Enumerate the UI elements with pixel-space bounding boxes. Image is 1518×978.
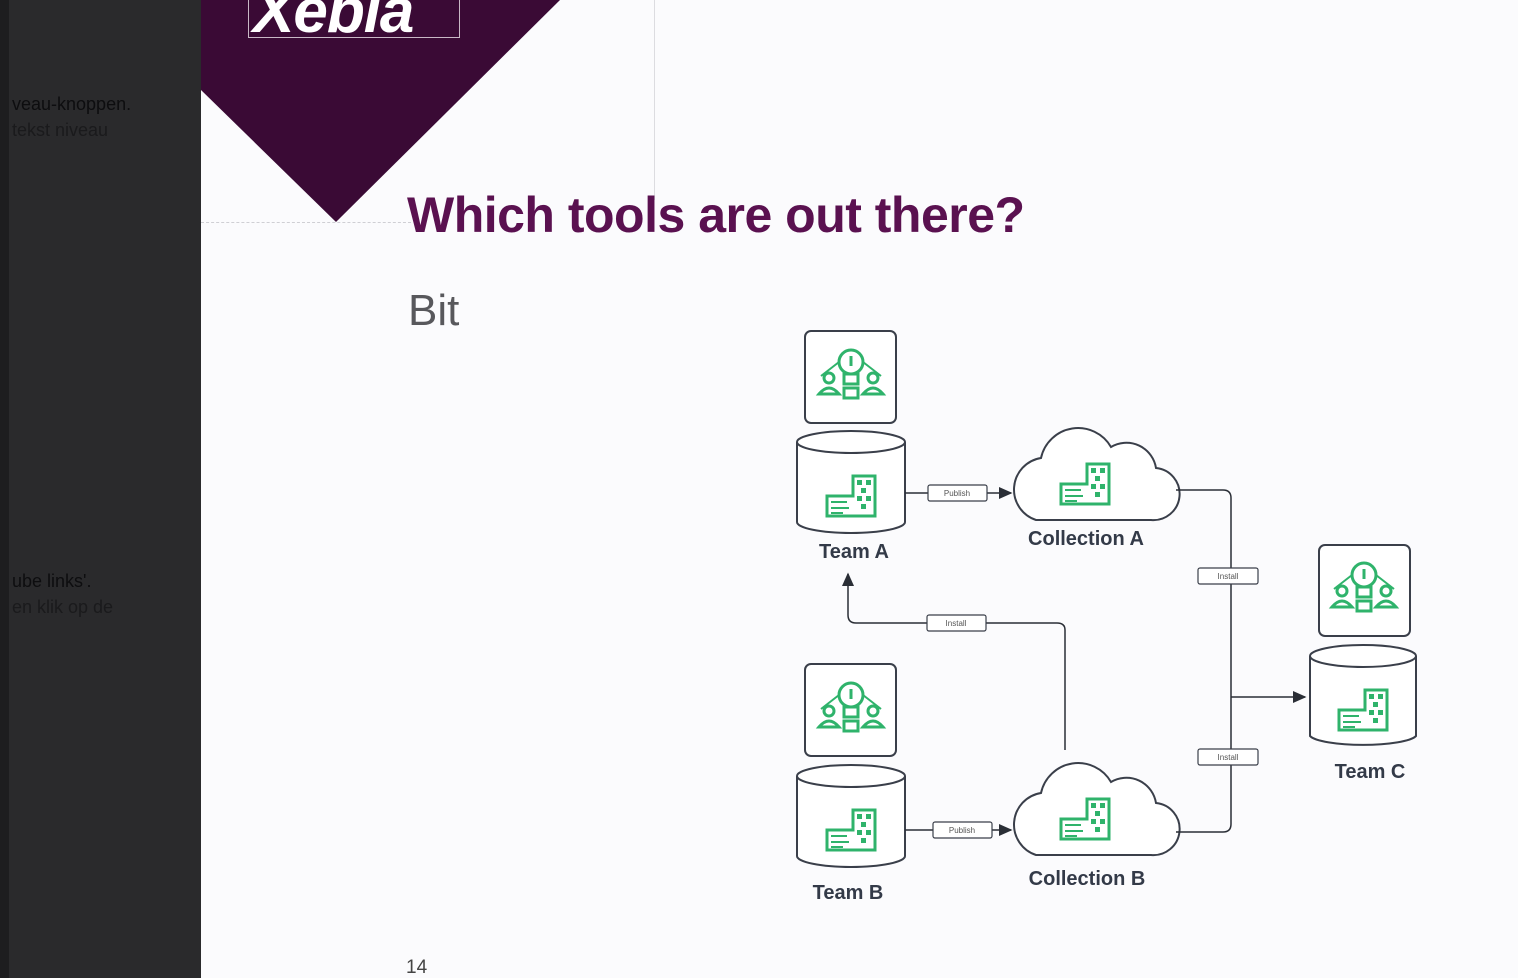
team-c-database [1309, 644, 1417, 746]
logo-selection-frame[interactable] [248, 0, 460, 38]
slide-title[interactable]: Which tools are out there? [407, 187, 1025, 243]
collection-b-cloud [1013, 762, 1181, 857]
collection-b-label: Collection B [1029, 868, 1146, 890]
install-b-to-a-tag [926, 614, 987, 632]
edge-install-to-c-trunk [1176, 489, 1232, 833]
notes-line-1: veau-knoppen. [12, 94, 132, 114]
guide-line-vertical [654, 0, 655, 200]
slide-number: 14 [406, 957, 428, 978]
team-c-label: Team C [1335, 761, 1406, 783]
slide-subtitle[interactable]: Bit [408, 286, 460, 335]
publish-a-tag [927, 484, 988, 502]
publish-b-label: Publish [949, 826, 975, 835]
team-b-database [796, 764, 906, 868]
notes-line-3: ube links'. [12, 571, 92, 591]
team-a-database [796, 430, 906, 534]
panel-edge [0, 0, 9, 978]
install-a-to-c-label: Install [1218, 572, 1239, 581]
slide-canvas[interactable]: Xebia Which tools are out there? Bit 14 [201, 0, 1518, 978]
notes-line-4: en klik op de [12, 597, 114, 617]
team-b-idea-box [804, 663, 897, 757]
collection-a-label: Collection A [1028, 528, 1144, 550]
install-b-to-a-label: Install [946, 619, 967, 628]
install-a-to-c-tag [1197, 567, 1259, 585]
team-a-idea-box [804, 330, 897, 424]
team-b-label: Team B [813, 882, 884, 904]
logo-diamond [201, 0, 560, 222]
collection-a-cloud [1013, 427, 1181, 522]
publish-a-label: Publish [944, 489, 970, 498]
bit-diagram[interactable]: Team A Team B Team C Collection A Collec… [201, 0, 1518, 978]
guide-line-horizontal [201, 222, 411, 223]
team-a-label: Team A [819, 541, 889, 563]
notes-line-2: tekst niveau [12, 120, 109, 140]
install-b-to-c-label: Install [1218, 753, 1239, 762]
team-c-idea-box [1318, 544, 1411, 637]
install-b-to-c-tag [1197, 748, 1259, 766]
logo-shape [201, 0, 560, 222]
notes-panel: veau-knoppen. tekst niveau ube links'. e… [0, 0, 201, 978]
xebia-logo: Xebia [253, 0, 414, 46]
publish-b-tag [932, 821, 993, 839]
